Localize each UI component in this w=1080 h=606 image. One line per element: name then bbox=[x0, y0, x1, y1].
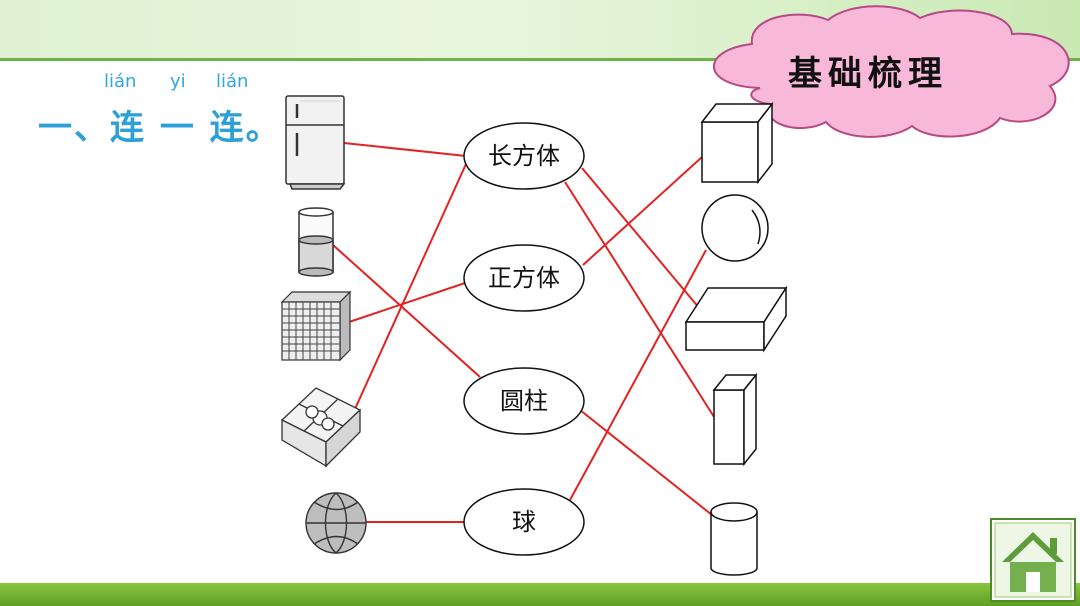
oval-cylinder-label: 圆柱 bbox=[500, 387, 548, 415]
line-sphere-solid bbox=[569, 249, 707, 501]
badge-label: 基础梳理 bbox=[788, 54, 948, 94]
oval-sphere-label: 球 bbox=[512, 508, 536, 536]
header-divider bbox=[0, 58, 1080, 61]
line-rubiks-cube bbox=[348, 281, 469, 323]
line-glass-cylinder bbox=[332, 244, 481, 378]
question-title: 一、连 一 连。 bbox=[38, 108, 282, 148]
tall-cuboid-solid-icon[interactable] bbox=[712, 372, 758, 467]
basketball-icon[interactable] bbox=[305, 492, 367, 554]
line-cube-solid bbox=[582, 156, 703, 266]
oval-cuboid-label: 长方体 bbox=[488, 142, 560, 170]
pinyin-lian-2: lián bbox=[216, 71, 249, 92]
pinyin-lian-1: lián bbox=[104, 71, 137, 92]
line-gift-cuboid bbox=[349, 163, 467, 421]
rubiks-cube-icon[interactable] bbox=[280, 290, 352, 362]
fridge-icon[interactable] bbox=[285, 95, 346, 190]
line-cylinder-solid bbox=[579, 409, 713, 516]
home-icon bbox=[990, 518, 1076, 602]
answer-lines bbox=[332, 142, 717, 523]
glass-icon[interactable] bbox=[298, 207, 334, 277]
cloud-badge bbox=[713, 5, 1070, 138]
oval-sphere[interactable]: 球 bbox=[463, 488, 585, 556]
oval-cube[interactable]: 正方体 bbox=[463, 244, 585, 312]
line-cuboid-flatbox bbox=[581, 167, 706, 316]
sphere-solid-icon[interactable] bbox=[701, 194, 769, 262]
home-button[interactable] bbox=[990, 518, 1076, 602]
cylinder-solid-icon[interactable] bbox=[710, 502, 758, 576]
oval-cuboid[interactable]: 长方体 bbox=[463, 122, 585, 190]
cube-solid-icon[interactable] bbox=[700, 101, 774, 185]
footer-band bbox=[0, 583, 1080, 606]
gift-box-icon[interactable] bbox=[280, 387, 362, 468]
pinyin-yi: yi bbox=[170, 71, 186, 92]
oval-cube-label: 正方体 bbox=[488, 264, 560, 292]
oval-cylinder[interactable]: 圆柱 bbox=[463, 367, 585, 435]
line-fridge-cuboid bbox=[343, 142, 467, 157]
flat-cuboid-solid-icon[interactable] bbox=[684, 285, 788, 353]
line-cuboid-tallbox bbox=[564, 181, 717, 421]
